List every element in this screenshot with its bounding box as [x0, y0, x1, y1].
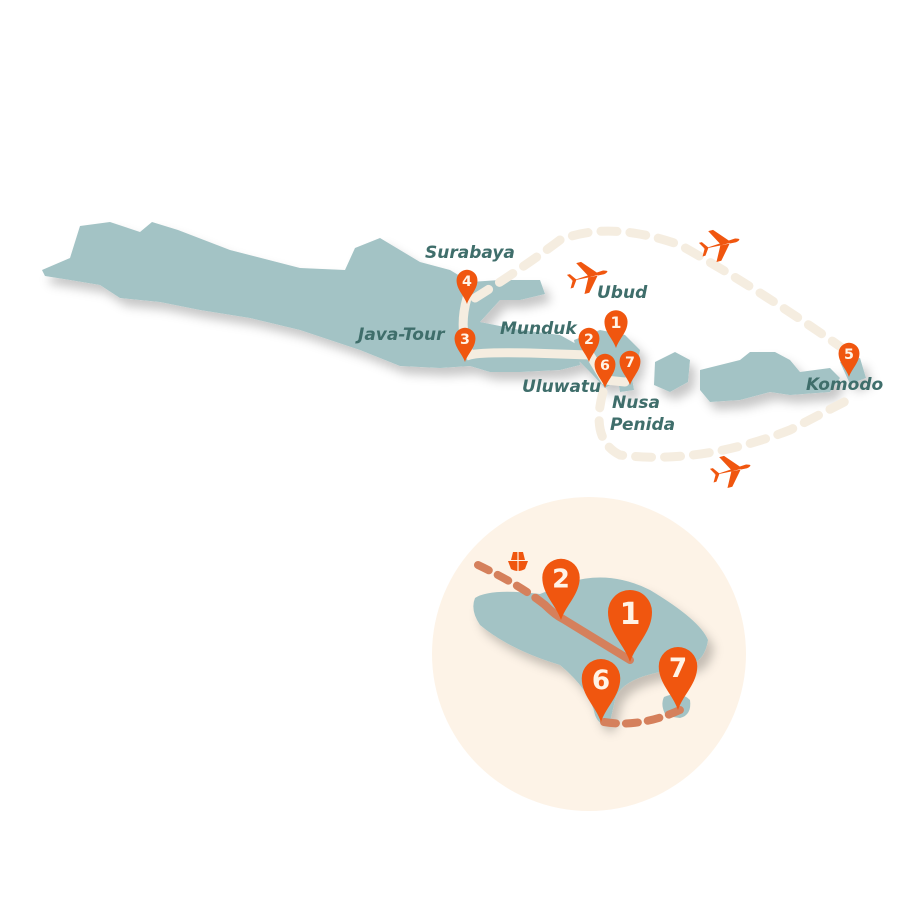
label-uluwatu: Uluwatu — [522, 377, 601, 397]
java-island — [42, 222, 580, 372]
inset-pin-7[interactable]: 7 — [658, 647, 698, 710]
airplane-icon — [709, 455, 751, 489]
sumbawa-island — [700, 352, 840, 402]
lombok-island — [654, 352, 690, 392]
label-komodo: Komodo — [806, 375, 883, 395]
pin-6[interactable]: 6 — [594, 353, 616, 388]
label-java-tour: Java-Tour — [355, 325, 446, 345]
svg-text:1: 1 — [611, 313, 622, 332]
label-nusa: Nusa — [612, 393, 660, 413]
svg-text:2: 2 — [552, 565, 570, 595]
label-ubud: Ubud — [597, 283, 648, 303]
boat-icon — [508, 552, 528, 571]
inset-pin-6[interactable]: 6 — [581, 659, 621, 722]
svg-text:7: 7 — [625, 355, 635, 371]
flight-route-south — [594, 387, 853, 462]
svg-text:4: 4 — [462, 274, 472, 290]
label-surabaya: Surabaya — [425, 243, 515, 263]
svg-text:2: 2 — [584, 332, 594, 348]
inset-pin-2[interactable]: 2 — [542, 558, 580, 620]
svg-text:1: 1 — [620, 597, 641, 632]
pin-2[interactable]: 2 — [578, 327, 600, 362]
svg-text:5: 5 — [844, 347, 854, 363]
bali-inset: 2 1 6 7 — [432, 497, 746, 811]
pin-4[interactable]: 4 — [456, 269, 478, 304]
pin-5[interactable]: 5 — [838, 342, 860, 377]
pin-3[interactable]: 3 — [454, 327, 476, 362]
svg-text:3: 3 — [460, 332, 470, 348]
inset-pin-1[interactable]: 1 — [608, 590, 652, 662]
label-penida: Penida — [610, 415, 675, 435]
svg-text:6: 6 — [600, 358, 610, 374]
flight-route-north — [470, 226, 850, 355]
inset-boat-route — [600, 706, 684, 728]
map-pins: 4 3 2 1 7 6 5 — [454, 269, 860, 388]
label-munduk: Munduk — [500, 319, 578, 339]
inset-ferry-route — [474, 561, 549, 609]
routes — [458, 226, 853, 462]
inset-road-route — [541, 601, 634, 664]
airplane-icon — [698, 229, 740, 263]
overland-route — [458, 293, 630, 387]
svg-text:6: 6 — [592, 666, 610, 696]
svg-text:7: 7 — [669, 654, 687, 684]
airplanes — [566, 229, 751, 489]
pin-7[interactable]: 7 — [619, 350, 641, 385]
airplane-icon — [566, 261, 608, 295]
pin-1[interactable]: 1 — [604, 310, 628, 348]
